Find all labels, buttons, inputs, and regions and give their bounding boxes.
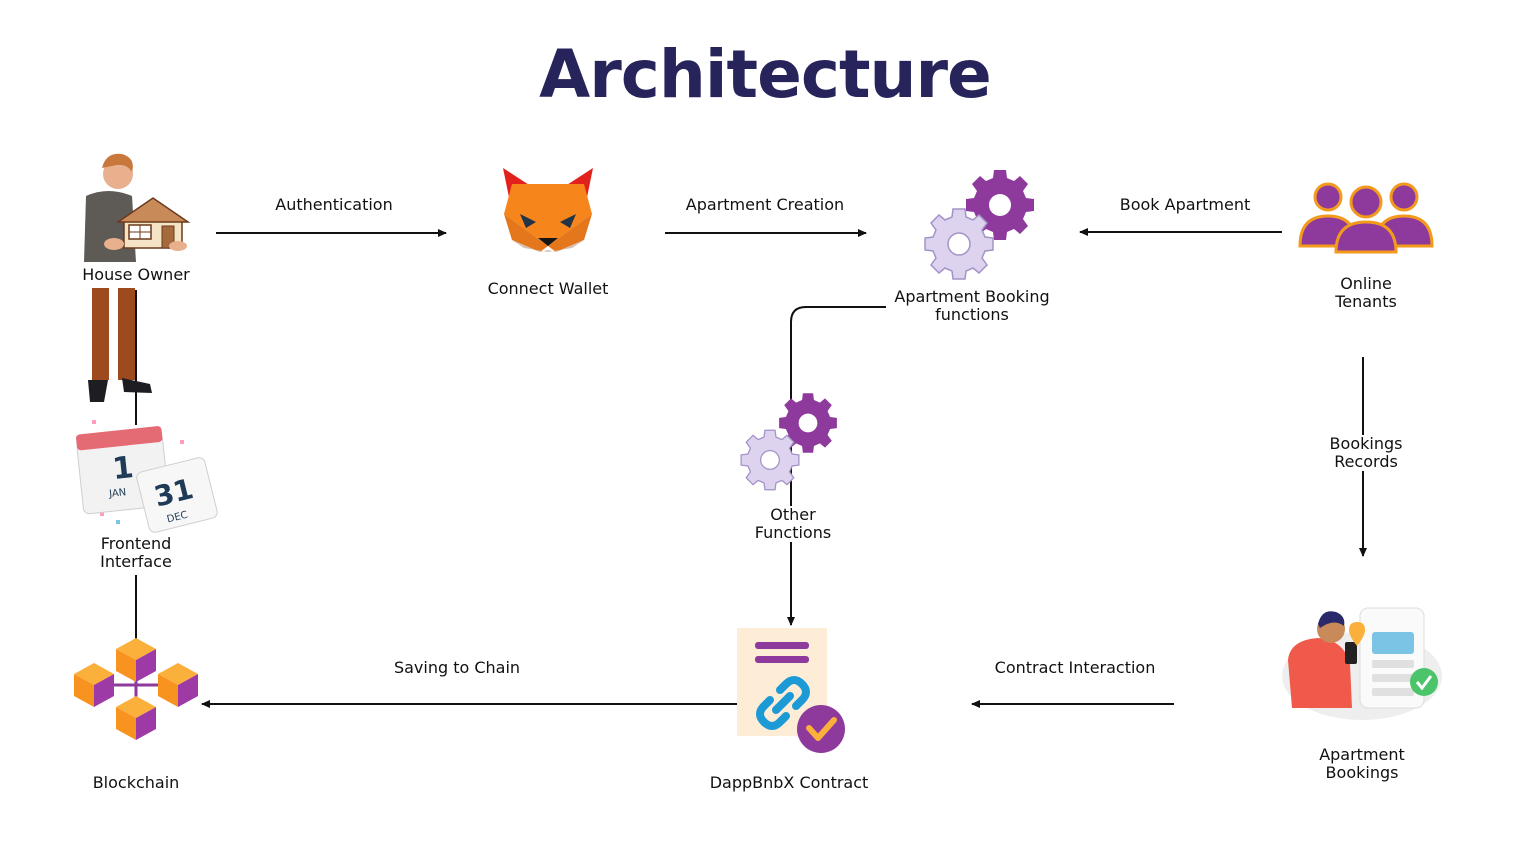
node-label-connect-wallet: Connect Wallet (487, 279, 609, 298)
gears-icon (740, 393, 837, 491)
label-line: Bookings (1329, 434, 1403, 453)
cube (116, 638, 156, 682)
edge-label-apartment-creation: Apartment Creation (685, 195, 845, 214)
label-line: Tenants (1335, 292, 1397, 311)
node-label-house-owner: House Owner (70, 266, 202, 284)
connectors (135, 228, 1367, 708)
gears-icon (924, 170, 1034, 280)
label-line: Apartment Booking (894, 287, 1050, 306)
label-line: Online (1340, 274, 1392, 293)
calendar-month-2: DEC (166, 510, 189, 526)
node-label-frontend-interface: Frontend Interface (88, 535, 184, 571)
metamask-fox-icon (503, 168, 593, 252)
node-label-blockchain: Blockchain (92, 773, 180, 792)
calendar-icon: 1 JAN 31 DEC (76, 420, 218, 533)
label-line: Apartment (1319, 745, 1405, 764)
label-line: functions (935, 305, 1009, 324)
calendar-month-1: JAN (108, 487, 127, 500)
edge-label-contract-interaction: Contract Interaction (994, 658, 1156, 677)
node-label-bookings-records: Bookings Records (1320, 435, 1412, 471)
users-icon (1298, 182, 1434, 254)
person-house-icon (84, 153, 191, 402)
node-label-apartment-bookings: Apartment Bookings (1306, 746, 1418, 782)
contract-link-icon (737, 628, 845, 753)
page-title: Architecture (539, 36, 992, 113)
label-line: Interface (100, 552, 172, 571)
blockchain-cubes-icon (74, 638, 198, 740)
node-label-apartment-booking-functions: Apartment Booking functions (886, 288, 1058, 324)
label-line: Other (770, 505, 816, 524)
label-line: Frontend (100, 534, 172, 553)
calendar-day-1: 1 (111, 450, 135, 487)
edge-label-book-apartment: Book Apartment (1119, 195, 1251, 214)
label-line: Functions (754, 523, 832, 542)
edge-label-saving-to-chain: Saving to Chain (393, 658, 521, 677)
node-label-other-functions: Other Functions (743, 506, 843, 542)
phone-booking-icon (1282, 607, 1442, 720)
cube (74, 663, 114, 707)
edge-label-authentication: Authentication (275, 195, 393, 214)
node-label-online-tenants: Online Tenants (1316, 275, 1416, 311)
label-line: Bookings (1325, 763, 1399, 782)
edge-functions-contract (787, 306, 886, 626)
node-label-dappbnbx-contract: DappBnbX Contract (709, 773, 869, 792)
cube (158, 663, 198, 707)
label-line: Records (1334, 452, 1398, 471)
cube (116, 696, 156, 740)
